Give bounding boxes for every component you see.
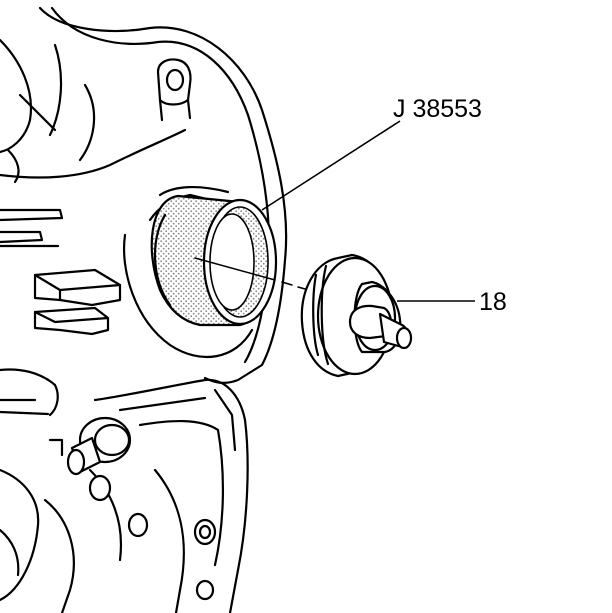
- lower-boss: [66, 416, 132, 476]
- part-callout-label: 18: [479, 288, 507, 316]
- alignment-axis-line: [194, 257, 306, 290]
- tool-leader-line: [261, 120, 401, 211]
- crankshaft-seal-part: [300, 253, 413, 378]
- seal-installer-tool: [148, 193, 278, 327]
- lower-casting: [0, 368, 249, 613]
- front-cover-casting: [0, 6, 288, 384]
- mounting-boss-top: [156, 58, 192, 122]
- tool-callout-label: J 38553: [393, 95, 482, 123]
- bracket-pad: [33, 268, 122, 336]
